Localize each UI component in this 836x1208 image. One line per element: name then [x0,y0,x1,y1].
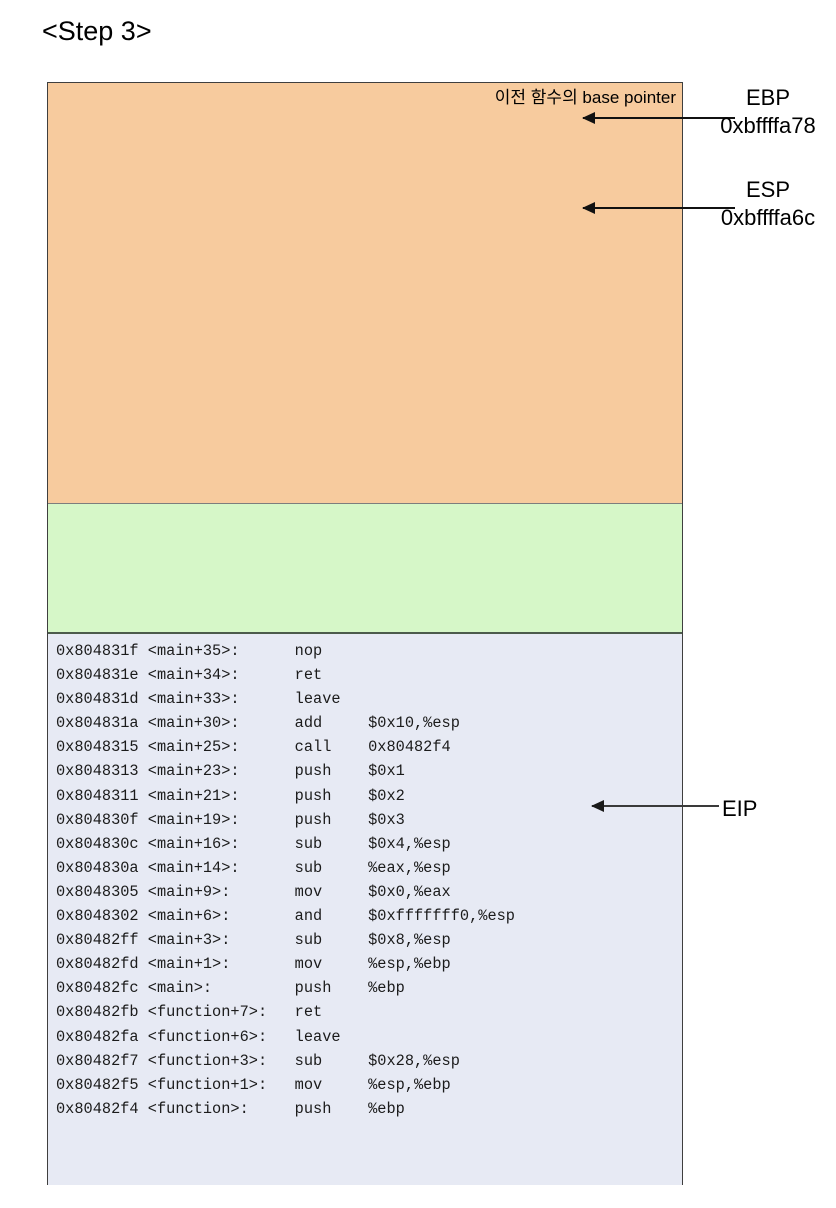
ebp-register-address: 0xbffffa78 [720,113,816,138]
disassembly-line: 0x8048315 <main+25>: call 0x80482f4 [56,738,451,757]
saved-base-pointer-label: 이전 함수의 base pointer [494,88,676,107]
esp-register-address: 0xbffffa6c [720,205,816,230]
eip-pointer-arrow [591,800,719,812]
disassembly-line: 0x8048313 <main+23>: push $0x1 [56,762,405,781]
ebp-pointer-arrow [582,112,735,124]
disassembly-line: 0x804831d <main+33>: leave [56,690,341,709]
disassembly-line: 0x80482f7 <function+3>: sub $0x28,%esp [56,1051,460,1070]
disassembly-line: 0x8048305 <main+9>: mov $0x0,%eax [56,882,451,901]
ebp-register-name: EBP [745,85,791,110]
disassembly-line: 0x80482fb <function+7>: ret [56,1003,323,1022]
disassembly-line: 0x804831a <main+30>: add $0x10,%esp [56,714,460,733]
saved-frame-region: 이전 함수의 base pointer [48,83,682,504]
disassembly-line: 0x80482f5 <function+1>: mov %esp,%ebp [56,1075,451,1094]
code-region: 0x804831f <main+35>: nop 0x804831e <main+… [48,634,682,1185]
disassembly-line: 0x8048311 <main+21>: push $0x2 [56,786,405,805]
esp-register-name: ESP [745,177,791,202]
disassembly-line: 0x804830c <main+16>: sub $0x4,%esp [56,834,451,853]
esp-pointer-arrow [582,202,735,214]
disassembly-line: 0x804831f <main+35>: nop [56,642,323,660]
ebp-annotation: EBP 0xbffffa78 [700,84,836,140]
disassembly-line: 0x80482f4 <function>: push %ebp [56,1099,405,1118]
esp-annotation: ESP 0xbffffa6c [700,176,836,232]
page-title: <Step 3> [42,16,152,46]
disassembly-listing: 0x804831f <main+35>: nop 0x804831e <main+… [56,639,678,1121]
disassembly-line: 0x80482fc <main>: push %ebp [56,979,405,998]
eip-register-name: EIP [722,796,758,821]
disassembly-line: 0x80482fd <main+1>: mov %esp,%ebp [56,955,451,974]
locals-region [48,504,682,634]
disassembly-line: 0x80482ff <main+3>: sub $0x8,%esp [56,931,451,950]
disassembly-line: 0x8048302 <main+6>: and $0xfffffff0,%esp [56,907,515,926]
disassembly-line: 0x804831e <main+34>: ret [56,666,323,685]
eip-annotation: EIP [722,795,832,823]
disassembly-line: 0x804830a <main+14>: sub %eax,%esp [56,858,451,877]
disassembly-line: 0x80482fa <function+6>: leave [56,1027,341,1046]
disassembly-line: 0x804830f <main+19>: push $0x3 [56,810,405,829]
stack-frame-diagram: 이전 함수의 base pointer 0x804831f <main+35>:… [47,82,683,1185]
